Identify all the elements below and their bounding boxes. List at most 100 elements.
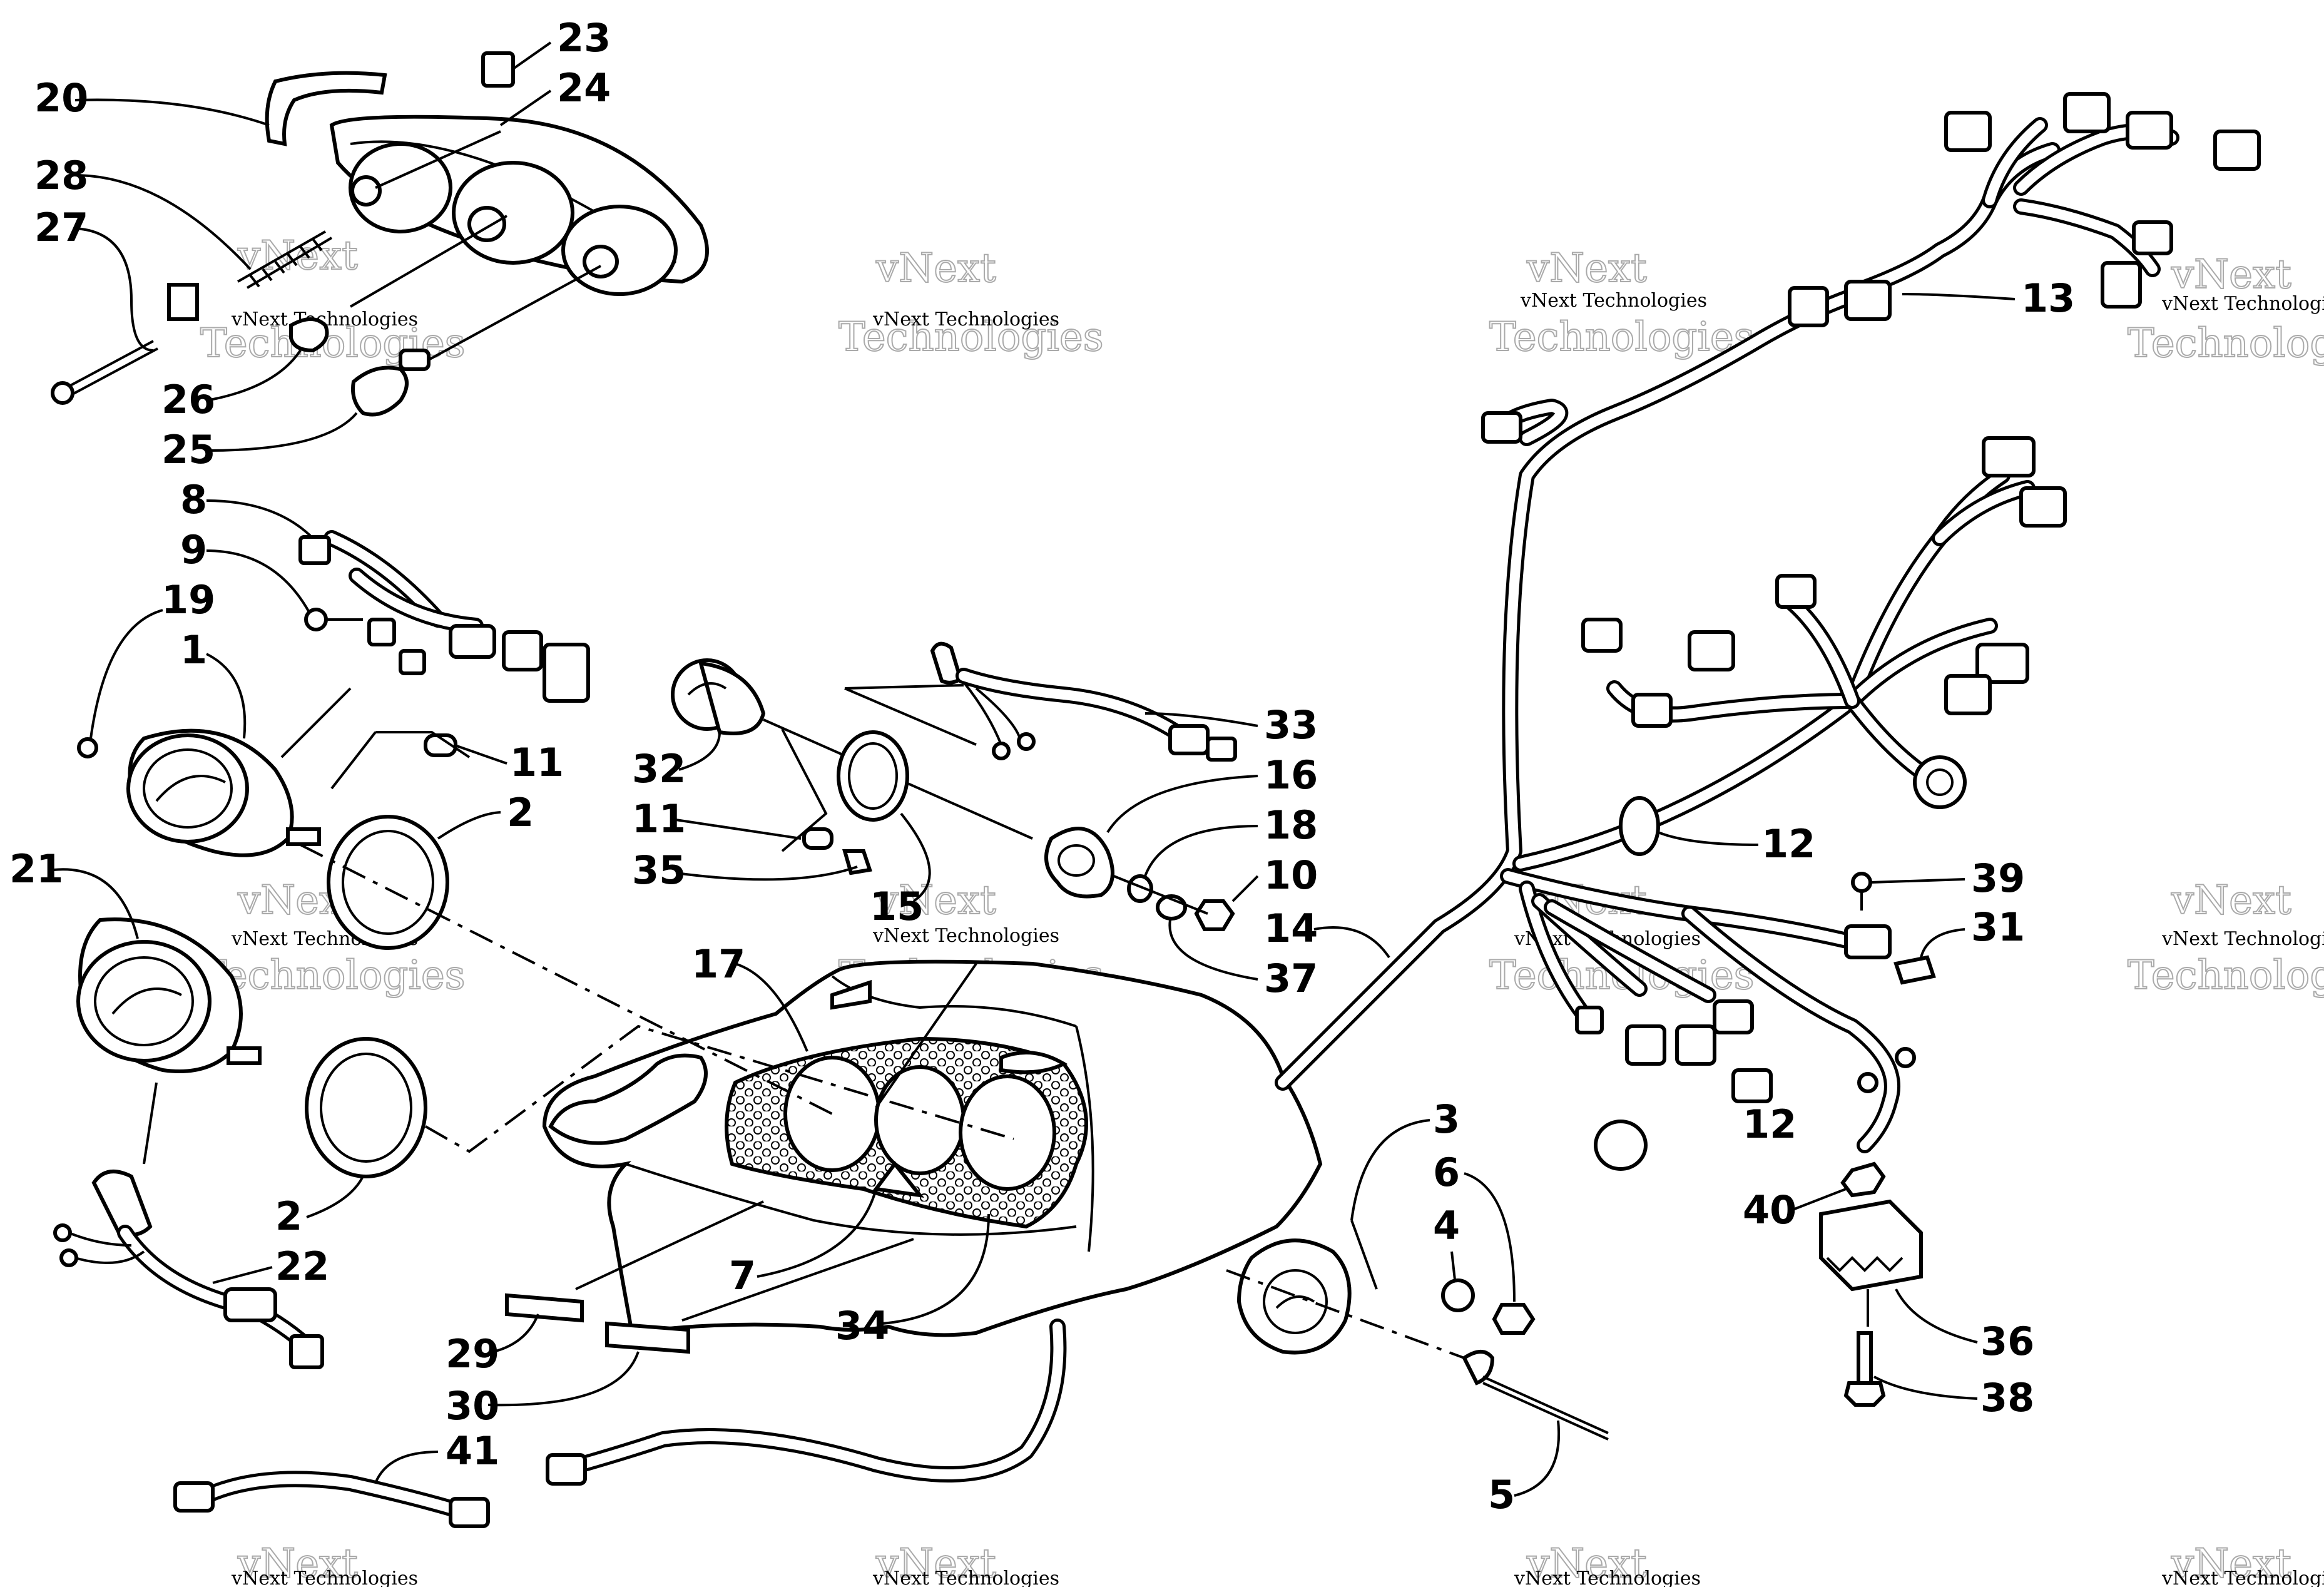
voltage-regulator — [1819, 1199, 1923, 1292]
watermark: vNext vNext Technologies — [872, 1540, 1059, 1587]
svg-text:12: 12 — [1743, 1101, 1797, 1147]
svg-text:Technologies: Technologies — [2128, 320, 2324, 367]
svg-text:9: 9 — [180, 527, 207, 573]
callout-7: 7 — [729, 1188, 877, 1299]
svg-text:25: 25 — [161, 427, 215, 472]
callout-41: 41 — [374, 1428, 499, 1484]
svg-text:vNext: vNext — [875, 1541, 996, 1587]
svg-text:vNext: vNext — [2171, 877, 2291, 924]
callout-28: 28 — [34, 153, 252, 270]
svg-text:2: 2 — [507, 790, 534, 835]
svg-text:14: 14 — [1264, 906, 1318, 951]
speedometer-gauge — [77, 728, 449, 950]
wiring-harness-8 — [280, 530, 590, 790]
callout-18: 18 — [1144, 802, 1318, 877]
svg-text:22: 22 — [275, 1243, 329, 1289]
callouts: 20 23 24 28 27 26 25 8 — [9, 15, 2075, 1518]
svg-text:vNext Technologies: vNext Technologies — [872, 925, 1059, 947]
svg-text:vNext Technologies: vNext Technologies — [1520, 290, 1707, 312]
callout-12b: 12 — [1743, 1101, 1797, 1147]
callout-11a: 11 — [456, 740, 564, 785]
callout-39: 39 — [1870, 855, 2025, 901]
headlight-bulb — [351, 365, 409, 417]
harness-clamp — [1619, 796, 1660, 856]
svg-text:Technologies: Technologies — [2128, 952, 2324, 999]
svg-text:vNext: vNext — [1526, 1541, 1647, 1587]
svg-text:vNext Technologies: vNext Technologies — [231, 1568, 418, 1587]
callout-26: 26 — [161, 349, 302, 422]
key-switch-16 — [1044, 827, 1235, 931]
watermark: vNext Technologies vNext Technologies — [200, 232, 466, 367]
svg-text:41: 41 — [446, 1428, 499, 1474]
callout-23: 23 — [512, 15, 611, 70]
headlight-clip — [481, 51, 515, 88]
svg-text:1: 1 — [180, 627, 207, 673]
svg-text:18: 18 — [1264, 802, 1318, 848]
harness-clamp — [1594, 1120, 1648, 1171]
callout-31: 31 — [1920, 904, 2025, 958]
ignition-switch-3 — [1226, 1220, 1609, 1441]
svg-text:23: 23 — [557, 15, 611, 61]
svg-text:24: 24 — [557, 65, 611, 111]
headlight-trim-strip — [265, 71, 387, 146]
svg-text:vNext: vNext — [2171, 1541, 2291, 1587]
callout-37: 37 — [1168, 919, 1318, 1001]
callout-8: 8 — [180, 477, 314, 539]
decal-30 — [605, 1321, 690, 1354]
bulb-11b-socket-35 — [802, 827, 872, 875]
svg-text:29: 29 — [446, 1331, 499, 1377]
adjusting-screw — [65, 340, 154, 389]
svg-text:27: 27 — [34, 205, 88, 250]
callout-36: 36 — [1895, 1288, 2034, 1364]
callout-30: 30 — [446, 1351, 640, 1429]
callout-40: 40 — [1743, 1187, 1847, 1233]
callout-19: 19 — [89, 577, 215, 739]
callout-15: 15 — [870, 812, 931, 929]
gauge-opening — [959, 1074, 1056, 1191]
bulb-socket — [289, 317, 329, 353]
svg-text:4: 4 — [1433, 1203, 1460, 1248]
headlight-assembly — [51, 51, 709, 417]
svg-text:11: 11 — [510, 740, 564, 785]
svg-text:vNext: vNext — [875, 245, 996, 292]
svg-text:36: 36 — [1980, 1319, 2034, 1364]
svg-text:12: 12 — [1761, 821, 1815, 867]
callout-27: 27 — [34, 205, 154, 352]
lamp-socket-harness-22 — [53, 1170, 324, 1369]
callout-29: 29 — [446, 1314, 539, 1377]
svg-text:20: 20 — [34, 75, 88, 121]
svg-text:19: 19 — [161, 577, 215, 623]
callout-1: 1 — [180, 627, 247, 739]
decal-29 — [505, 1293, 584, 1323]
callout-14: 14 — [1264, 906, 1390, 959]
svg-text:2: 2 — [275, 1193, 302, 1239]
callout-5: 5 — [1488, 1420, 1561, 1518]
callout-38: 38 — [1873, 1375, 2034, 1421]
callout-25: 25 — [161, 412, 358, 472]
callout-24: 24 — [499, 65, 611, 126]
callout-11b: 11 — [632, 796, 802, 842]
main-wiring-harness-14 — [1275, 92, 2261, 1407]
callout-3: 3 — [1350, 1096, 1460, 1221]
adjuster-bracket — [167, 283, 199, 321]
svg-text:vNext: vNext — [237, 1541, 358, 1587]
harness-33 — [844, 641, 1237, 762]
svg-text:13: 13 — [2021, 275, 2075, 321]
watermark: vNext Technologies vNext Technologies — [2127, 251, 2324, 367]
svg-text:32: 32 — [632, 746, 686, 792]
watermark: vNext vNext Technologies — [1514, 1540, 1701, 1587]
watermark: vNext Technologies vNext Technologies — [838, 245, 1104, 361]
callout-21: 21 — [9, 846, 139, 939]
callout-2a: 2 — [437, 790, 534, 840]
svg-text:34: 34 — [835, 1303, 889, 1349]
svg-text:3: 3 — [1433, 1096, 1460, 1142]
svg-text:10: 10 — [1264, 852, 1318, 898]
indicator-bulb — [424, 733, 457, 757]
callout-17: 17 — [691, 941, 808, 1052]
svg-text:31: 31 — [1971, 904, 2025, 950]
watermark: vNext vNext Technologies — [231, 1540, 418, 1587]
svg-text:37: 37 — [1264, 956, 1318, 1001]
svg-text:15: 15 — [870, 884, 924, 929]
callout-35: 35 — [632, 847, 858, 893]
